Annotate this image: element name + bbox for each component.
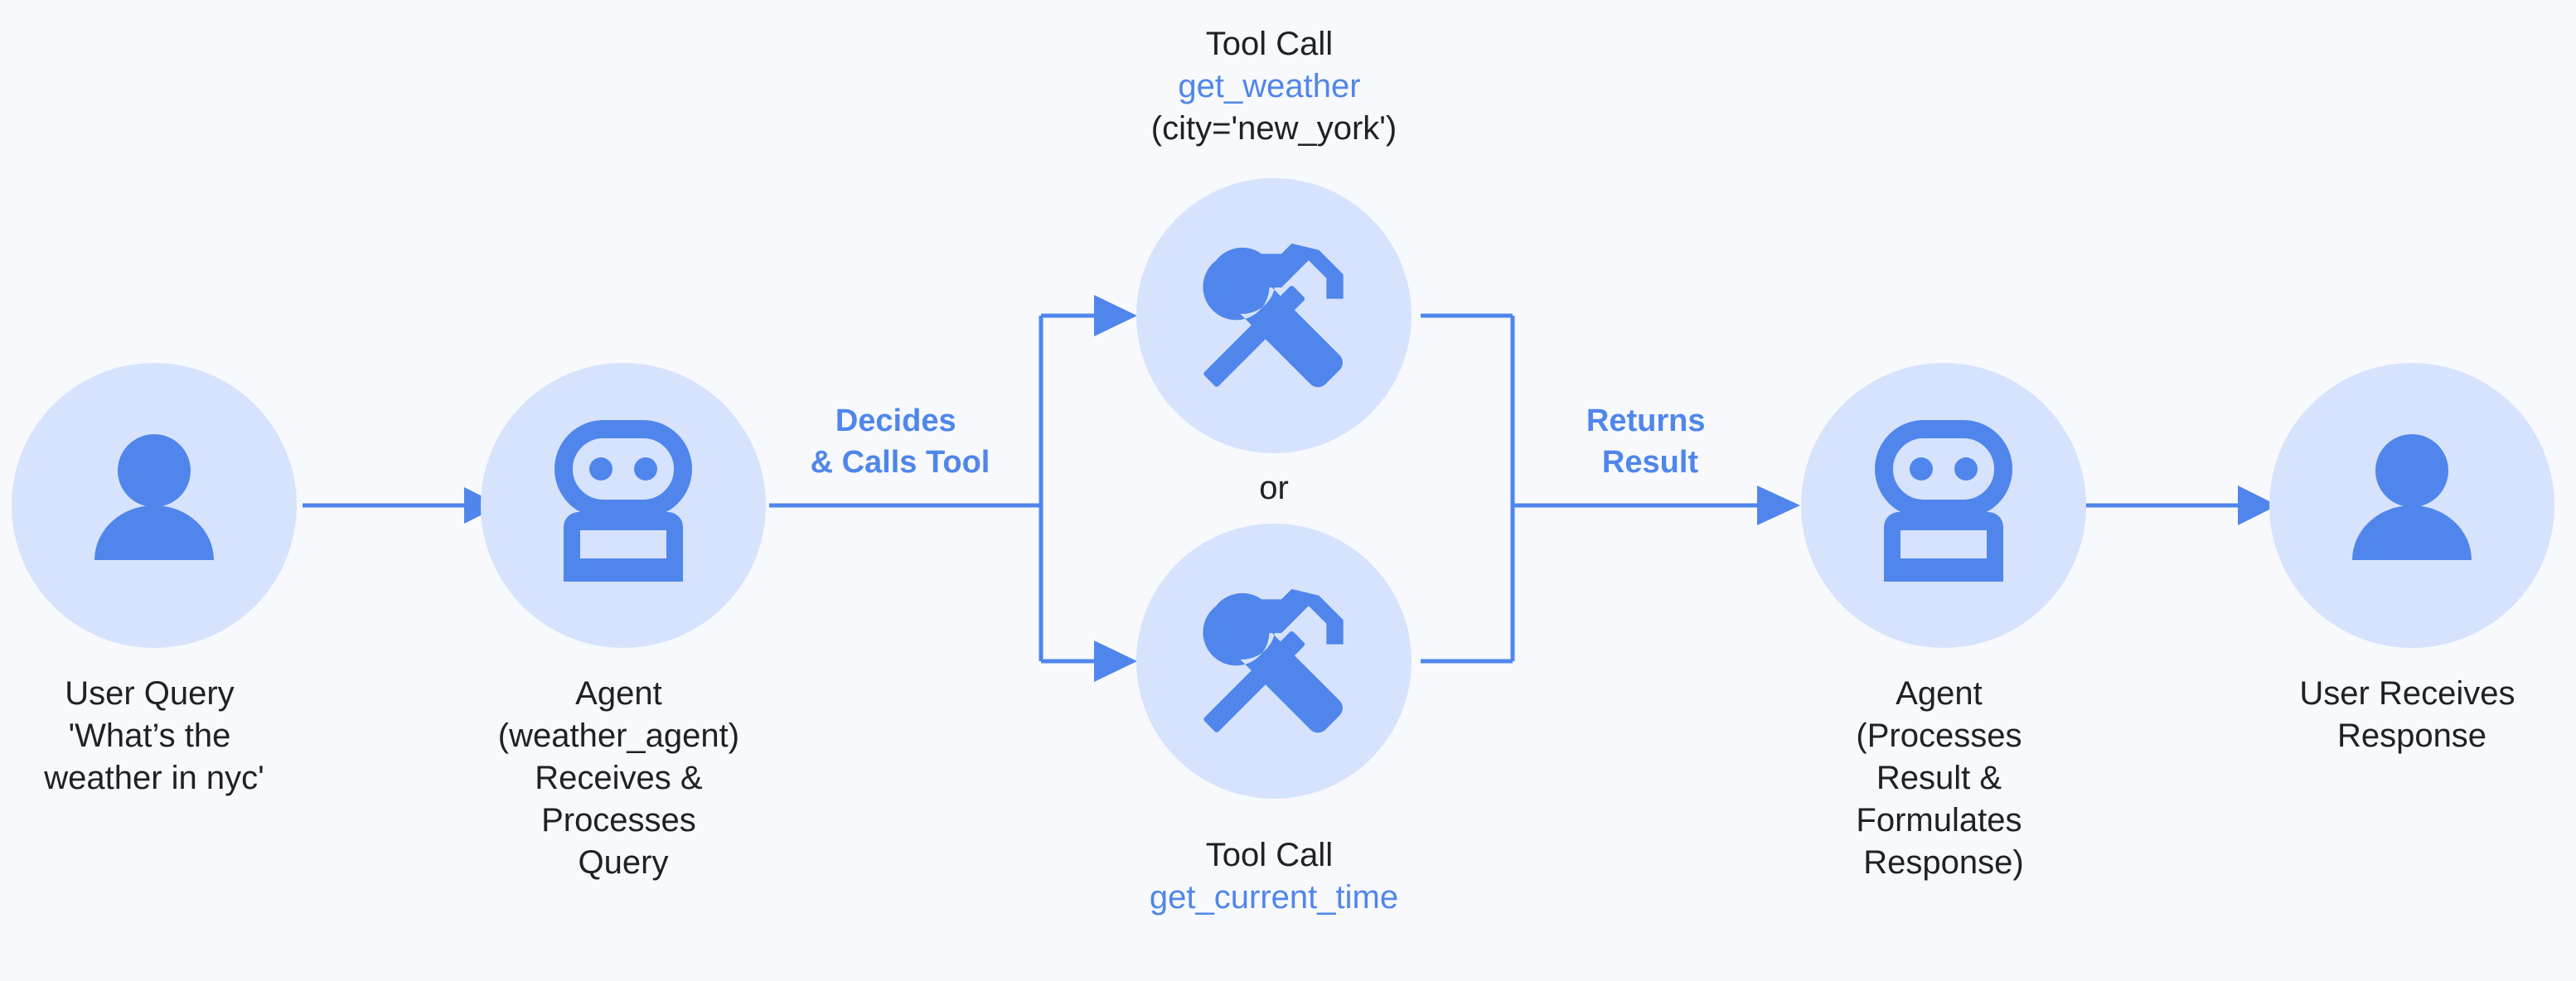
node-user-response[interactable]: User Receives Response xyxy=(2269,363,2554,754)
node-agent-out[interactable]: Agent (Processes Result & Formulates Res… xyxy=(1801,363,2086,881)
node-tool-bottom[interactable]: Tool Call get_current_time xyxy=(1136,524,1411,916)
user-response-label: User Receives Response xyxy=(2299,675,2524,754)
user-query-label: User Query 'What’s the weather in nyc' xyxy=(43,675,264,796)
node-agent-in[interactable]: Agent (weather_agent) Receives & Process… xyxy=(481,363,766,881)
agent-out-label: Agent (Processes Result & Formulates Res… xyxy=(1856,675,2031,881)
connector-agent-to-branch xyxy=(769,295,1137,682)
tool-top-title: Tool Call get_weather (city='new_york') xyxy=(1151,26,1397,147)
edge-label-returns: Returns Result xyxy=(1586,404,1714,480)
node-tool-top[interactable]: Tool Call get_weather (city='new_york') xyxy=(1136,26,1411,453)
branch-separator-label: or xyxy=(1259,470,1289,506)
connector-tools-to-agent-out xyxy=(1421,313,1800,664)
edge-label-decides: Decides & Calls Tool xyxy=(811,404,990,480)
tool-bottom-title: Tool Call get_current_time xyxy=(1150,837,1398,916)
agent-in-label: Agent (weather_agent) Receives & Process… xyxy=(498,675,748,881)
node-user-query[interactable]: User Query 'What’s the weather in nyc' xyxy=(12,363,297,796)
